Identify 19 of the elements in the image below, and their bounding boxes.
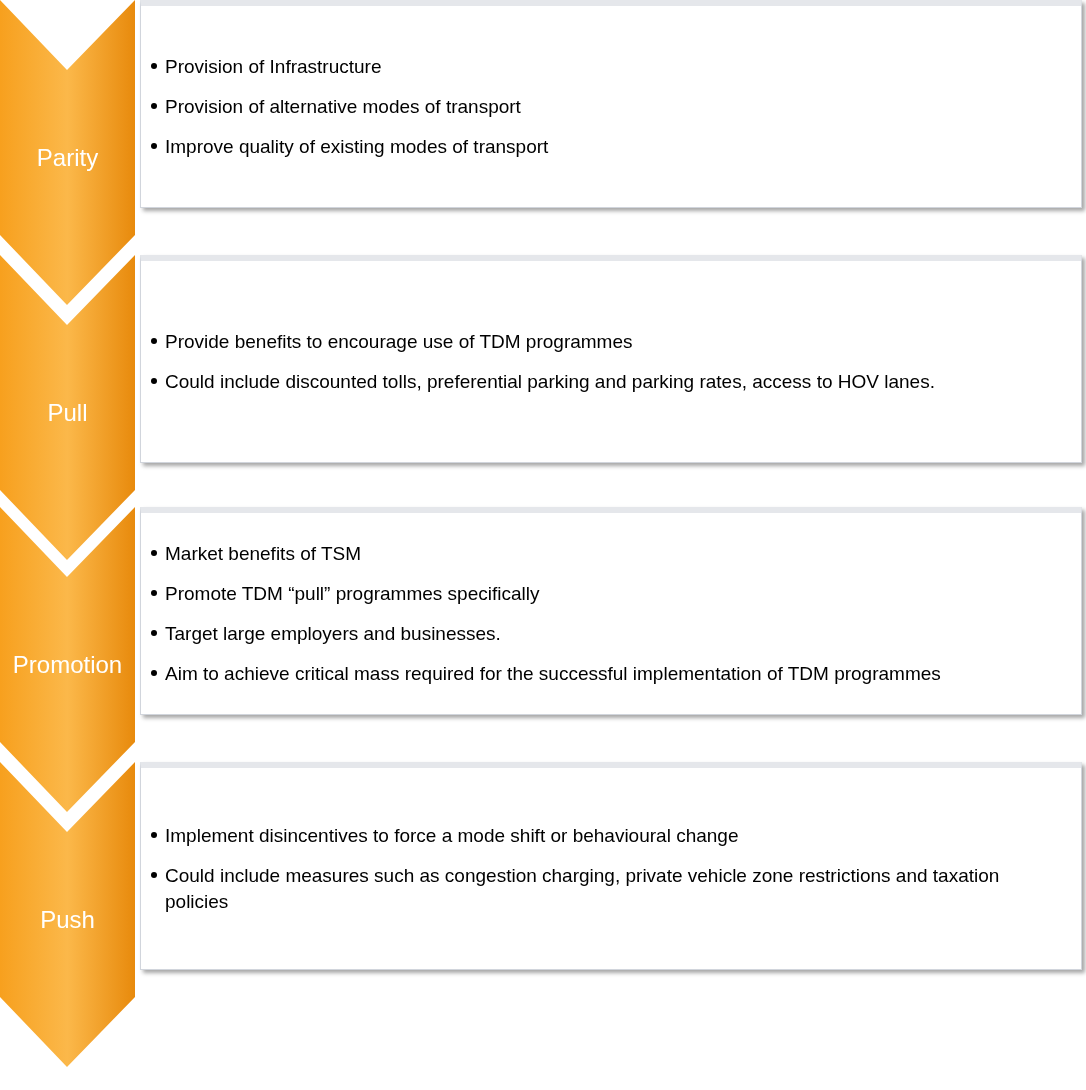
chevron-label: Push [39, 905, 96, 935]
bullet-text: Market benefits of TSM [165, 541, 362, 566]
chevron-label: Promotion [11, 650, 124, 680]
bullet-text: Could include discounted tolls, preferential parking and parking rates, access to HOV lanes. [165, 369, 935, 394]
text-panel [140, 0, 1082, 208]
bullet-text: Provide benefits to encourage use of TDM programmes [165, 329, 633, 354]
text-panel [140, 255, 1082, 463]
bullet-text: Aim to achieve critical mass required for the successful implementation of TDM programmes [165, 661, 941, 686]
text-panel [140, 507, 1082, 715]
chevron-label: Parity [35, 143, 100, 173]
bullet-text: Provision of Infrastructure [165, 54, 382, 79]
bullet-text: Provision of alternative modes of transport [165, 94, 521, 119]
bullet-text: Promote TDM “pull” programmes specifically [165, 581, 540, 606]
chevron-label: Pull [46, 398, 89, 428]
bullet-text: Improve quality of existing modes of transport [165, 134, 549, 159]
bullet-text: Implement disincentives to force a mode shift or behavioural change [165, 823, 739, 848]
text-panel [140, 762, 1082, 970]
bullet-text: Could include measures such as congestion charging, private vehicle zone restrictions and taxation policies [165, 863, 1001, 914]
bullet-text: Target large employers and businesses. [165, 621, 501, 646]
